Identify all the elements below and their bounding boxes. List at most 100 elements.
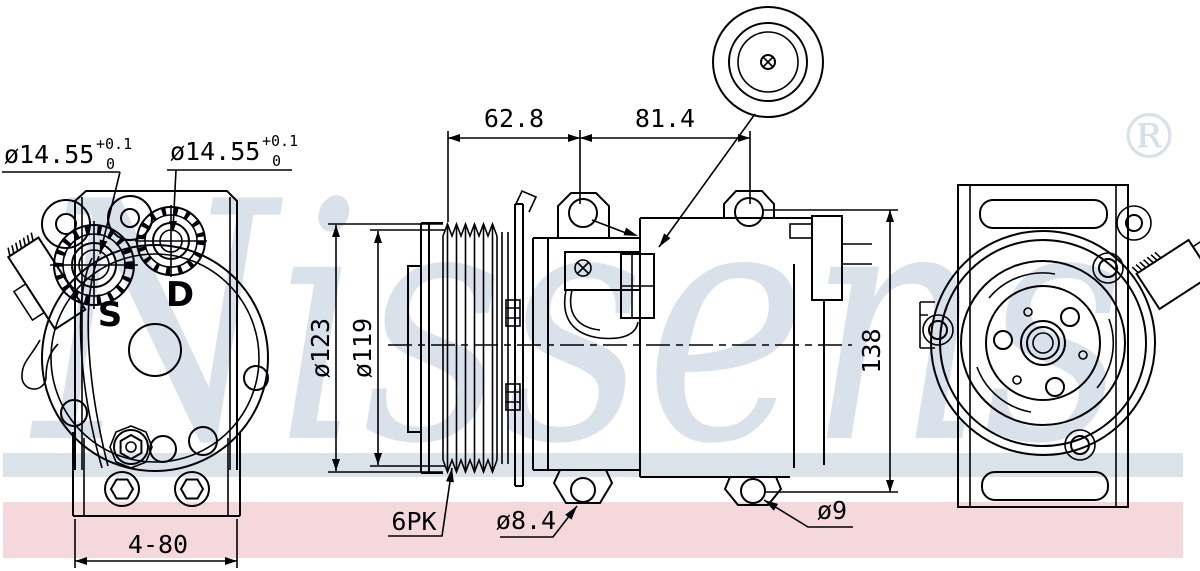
suction-port <box>50 221 138 309</box>
dim-value: ø14.55 <box>170 137 260 166</box>
clutch-hole <box>1045 377 1065 397</box>
mount-spacing-dimension: 138 <box>763 209 898 493</box>
leader-arrow <box>623 227 638 236</box>
shaft-end <box>1032 332 1054 354</box>
leader-line <box>388 467 453 537</box>
front-hole-callout: ø8.4 <box>496 505 578 538</box>
label-8-4: ø8.4 <box>496 506 556 535</box>
front-view: S D <box>6 190 269 517</box>
bracket-bolt <box>104 471 140 507</box>
hex-fitting <box>109 425 153 469</box>
dim-tolerance-plus: +0.1 <box>262 132 298 150</box>
dim-tolerance-plus: +0.1 <box>96 135 132 153</box>
leader-line <box>763 499 853 528</box>
rear-hole-callout: ø9 <box>763 496 853 528</box>
brand-watermark: Nissens <box>26 132 1125 516</box>
harness-loop <box>21 339 59 390</box>
bolt-center-hatch <box>762 56 774 68</box>
housing-bolt <box>1092 252 1124 284</box>
plate-tab <box>514 189 538 213</box>
front-top-lug <box>557 192 610 238</box>
mount-lobe <box>41 199 91 249</box>
face-hole <box>60 399 88 427</box>
dimension-lines <box>328 223 443 473</box>
housing-bolt <box>1064 429 1096 461</box>
clutch-hole <box>1060 307 1080 327</box>
leader-arrow <box>99 239 108 254</box>
bottom-mount-slot <box>981 471 1109 501</box>
leader-line <box>2 171 121 255</box>
housing-inner-edge <box>50 253 260 463</box>
center-mark <box>50 221 138 309</box>
pulley-flange <box>420 222 443 474</box>
housing-bolt <box>922 314 954 346</box>
leader-arrow <box>565 506 577 520</box>
face-hole <box>149 435 177 463</box>
clutch-coil-connector <box>563 251 655 340</box>
clutch-pin <box>1023 307 1033 317</box>
port-s-label: S <box>98 295 123 335</box>
clutch-inner-plate <box>985 285 1101 401</box>
dim-4-80: 4-80 <box>128 530 188 559</box>
rear-top-lug <box>723 190 775 227</box>
leader-arrow <box>446 468 454 483</box>
leader-line <box>167 169 292 231</box>
dim-tolerance-minus: 0 <box>272 152 281 170</box>
rear-plate-inner-edges <box>969 185 1117 507</box>
dim-81-4: 81.4 <box>635 104 695 133</box>
housing-outline <box>41 244 269 472</box>
side-tab <box>919 301 935 349</box>
belt-callout: 6PK <box>388 467 454 537</box>
center-mark <box>135 205 207 277</box>
label-9: ø9 <box>817 496 847 525</box>
dim-62-8: 62.8 <box>484 104 544 133</box>
leader-line <box>591 219 627 234</box>
dimension-lines <box>74 519 238 568</box>
bracket-bolt <box>174 471 210 507</box>
top-dimension: 62.8 81.4 <box>447 104 751 222</box>
leader-arrow <box>764 500 778 511</box>
dim-pulley-groove: ø119 <box>348 318 377 378</box>
hub-nut <box>1026 326 1060 360</box>
leader-arrow <box>169 221 177 232</box>
face-hole <box>243 365 269 391</box>
harness-wires <box>79 255 109 469</box>
bracket-dimension: 4-80 <box>74 519 238 568</box>
mount-lobe-hole <box>120 208 140 228</box>
coil-wire <box>563 289 639 340</box>
bracket-outline <box>72 432 241 517</box>
pulley-groove-edge <box>939 239 1147 447</box>
dim-pulley-outer: ø123 <box>306 318 335 378</box>
dimension-lines <box>763 209 898 493</box>
clutch-plate-edge <box>960 260 1126 426</box>
bracket-inner-edges <box>83 438 229 516</box>
discharge-port-dimension: ø14.55 +0.1 0 <box>167 132 298 232</box>
clutch-hole <box>993 330 1013 350</box>
coil-wire-ear <box>1116 205 1152 241</box>
hub <box>1020 320 1066 366</box>
rear-head <box>789 215 872 468</box>
face-hole <box>188 426 218 456</box>
dimension-lines <box>370 229 445 467</box>
dim-tolerance-minus: 0 <box>106 155 115 173</box>
belt-guide-clips <box>505 299 521 411</box>
center-bore <box>128 323 182 377</box>
band-pink <box>3 502 1183 558</box>
rear-connector <box>1131 238 1200 311</box>
clutch-pin <box>1012 375 1022 385</box>
mount-bolt-detail <box>658 6 824 248</box>
dim-value: ø14.55 <box>4 140 94 169</box>
mount-lobe-hole <box>55 213 77 235</box>
pulley-diameter-dimensions: ø123 ø119 <box>306 223 445 473</box>
side-view <box>388 189 872 506</box>
clutch-pin <box>1078 350 1088 360</box>
registered-trademark-icon: ® <box>1118 100 1180 173</box>
front-housing-plate <box>514 203 524 487</box>
dimension-lines <box>447 130 751 222</box>
leader-arrow <box>659 233 671 247</box>
front-bottom-lug <box>552 469 614 504</box>
spring-slots <box>976 272 1115 413</box>
coil-connector <box>6 232 109 469</box>
